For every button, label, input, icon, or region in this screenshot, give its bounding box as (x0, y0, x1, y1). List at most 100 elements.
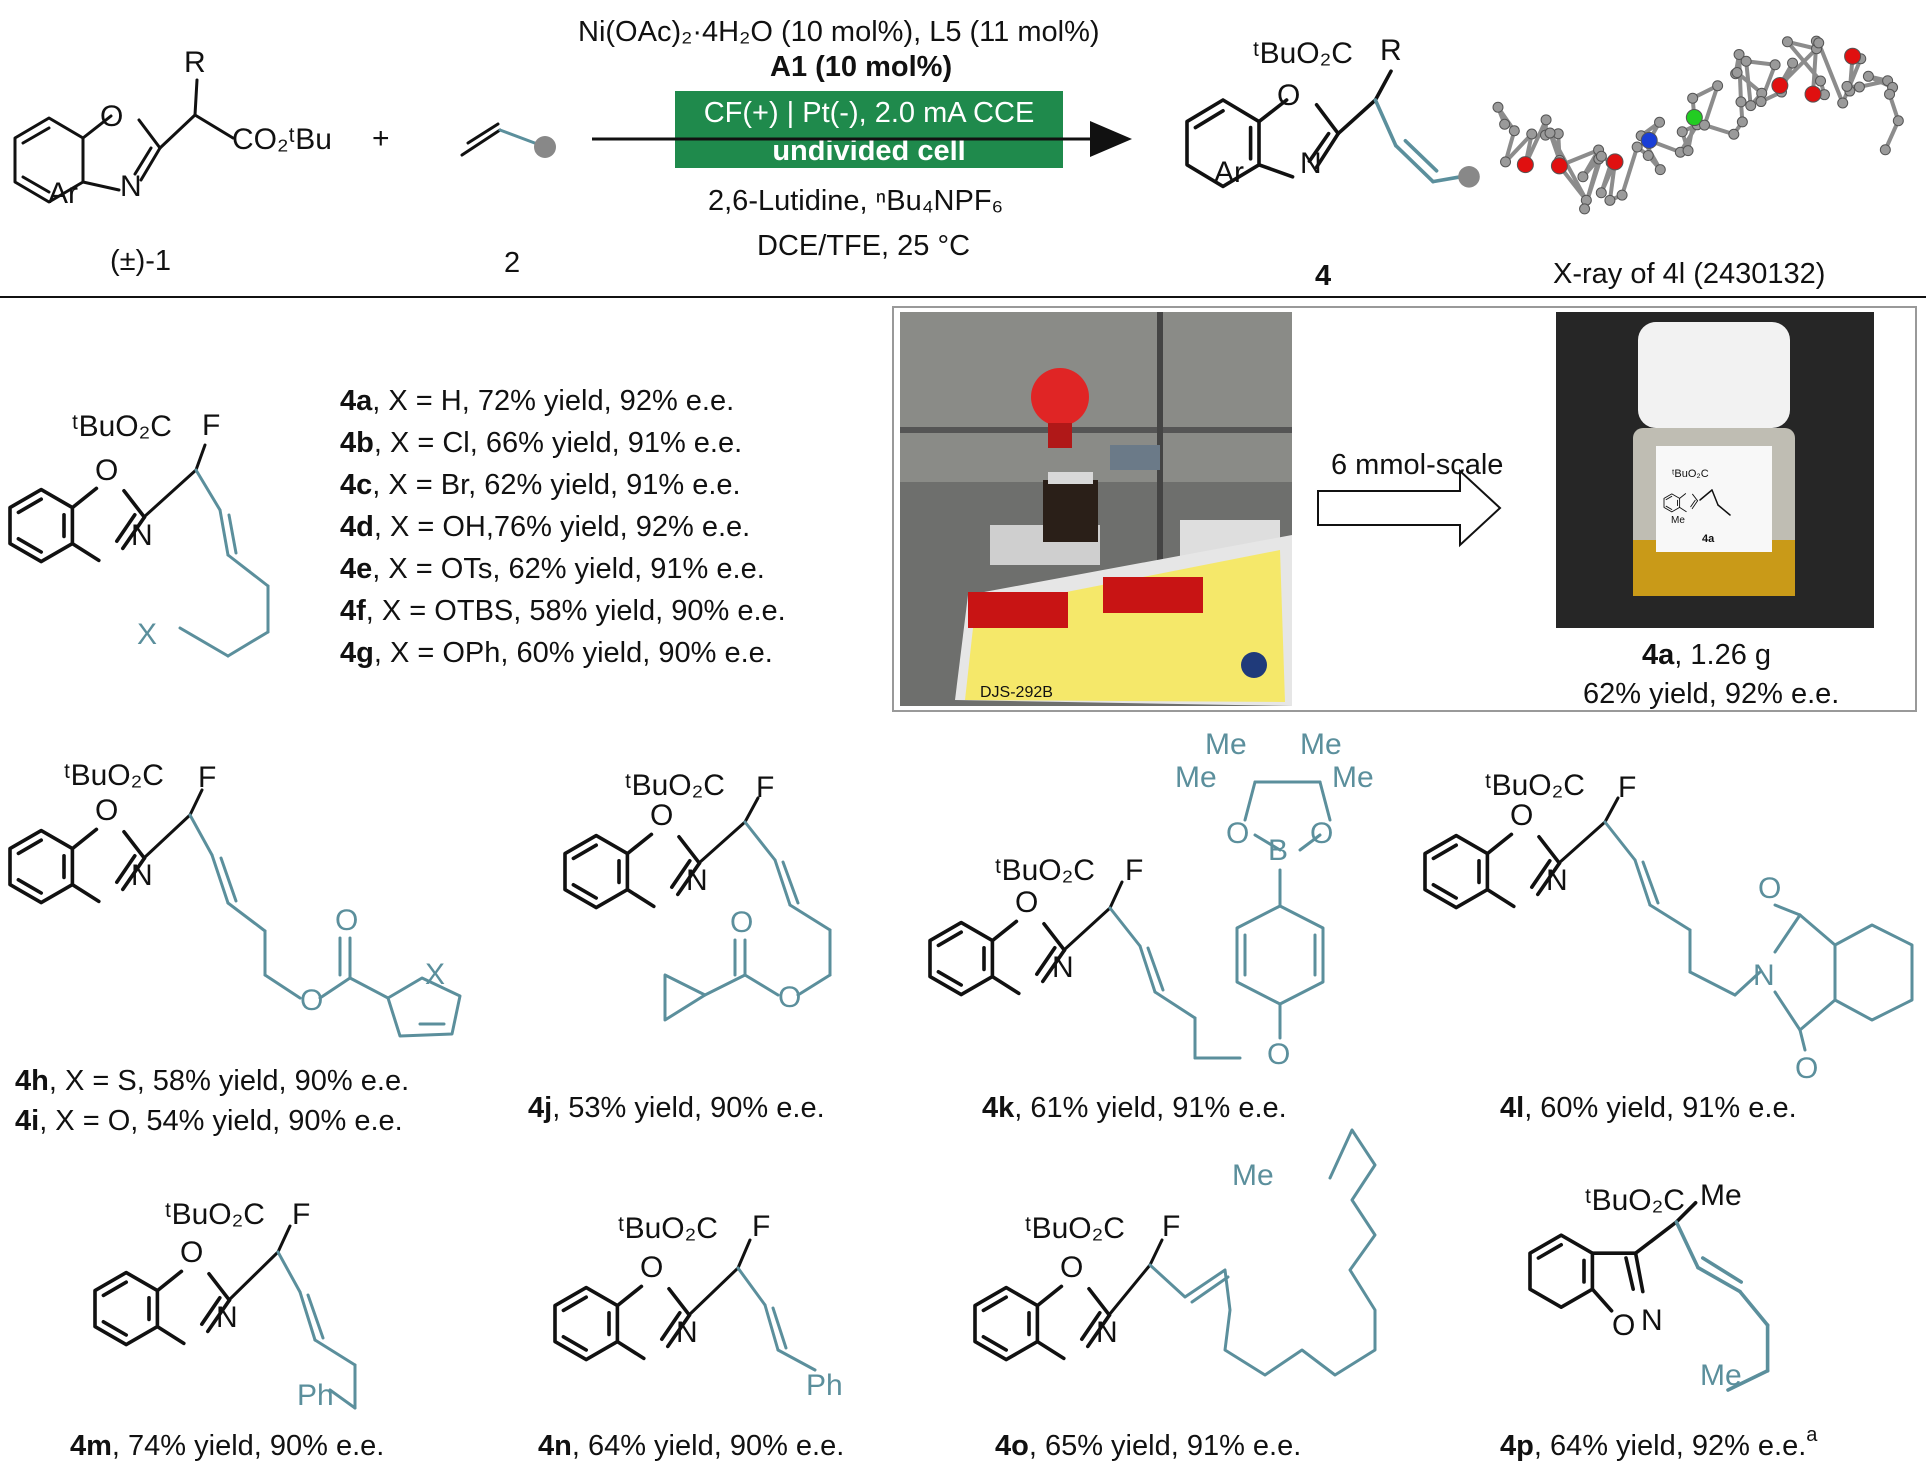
xray-atom (1654, 164, 1666, 176)
conditions-line-4: DCE/TFE, 25 °C (757, 230, 970, 262)
xray-atom (1540, 114, 1552, 126)
vial-compound-label: 4a (1702, 533, 1715, 545)
fluorine-4n: F (752, 1210, 770, 1243)
xray-atom (1516, 156, 1534, 174)
xray-atom (1685, 109, 1703, 127)
structure-4h: ᵗBuO₂C F O N O O X (8, 759, 462, 1038)
xray-atom (1844, 47, 1862, 65)
xray-atom (1781, 36, 1793, 48)
oxygen-4n: O (640, 1251, 663, 1284)
ester-4h: ᵗBuO₂C (64, 759, 164, 792)
fluorine-4m: F (292, 1198, 310, 1231)
plus-sign: + (372, 122, 390, 155)
entry-4c: 4c, X = Br, 62% yield, 91% e.e. (340, 469, 741, 501)
product-ester: ᵗBuO₂C (1253, 37, 1353, 70)
xray-atom (1815, 75, 1827, 87)
structure-4j: ᵗBuO₂C F O N O O (563, 769, 832, 1022)
vial-me-label: Me (1671, 515, 1685, 526)
xray-atom (1804, 85, 1822, 103)
methyl-4o: Me (1232, 1159, 1274, 1192)
entry-4a: 4a, X = H, 72% yield, 92% e.e. (340, 385, 734, 417)
scale-up-panel: DJS-292B 6 mmol-scale ᵗBuO₂C Me 4a 4a, 1… (892, 306, 1917, 712)
nitrogen-4k: N (1052, 951, 1074, 984)
ester-4p: ᵗBuO₂C (1585, 1184, 1685, 1217)
methyl-4-4k: Me (1332, 761, 1374, 794)
scale-up-label: 6 mmol-scale (1331, 449, 1503, 481)
xray-atom (1595, 187, 1607, 199)
fluorine-4a: F (202, 409, 220, 442)
xray-atom (1787, 57, 1799, 69)
reactant-2-label: 2 (504, 247, 520, 279)
entry-4f: 4f, X = OTBS, 58% yield, 90% e.e. (340, 595, 786, 627)
fluorine-4j: F (756, 771, 774, 804)
oxygen-4m: O (180, 1236, 203, 1269)
methyl-2-4k: Me (1175, 761, 1217, 794)
fluorine-4k: F (1125, 854, 1143, 887)
xray-atom (1813, 37, 1825, 49)
caption-4p: 4p, 64% yield, 92% e.e.a (1500, 1424, 1818, 1462)
ester-4n: ᵗBuO₂C (618, 1212, 718, 1245)
imide-oxygen-bottom: O (1795, 1052, 1818, 1085)
product-o: O (1277, 79, 1300, 112)
xray-atom (1733, 48, 1745, 60)
conditions-line-3: 2,6-Lutidine, ⁿBu₄NPF₆ (708, 185, 1003, 217)
atom-co2tbu: CO₂ᵗBu (232, 123, 332, 156)
methyl-tail-4p: Me (1700, 1359, 1742, 1392)
device-label: DJS-292B (980, 684, 1053, 701)
structure-4p: ᵗBuO₂C Me O N Me (1528, 1179, 1770, 1392)
bpin-oxygen-right: O (1310, 817, 1333, 850)
xray-atom (1595, 150, 1607, 162)
caption-4k: 4k, 61% yield, 91% e.e. (982, 1092, 1287, 1124)
xray-atom (1606, 153, 1624, 171)
reactant-2: 2 (460, 122, 556, 279)
conditions-line-2: A1 (10 mol%) (770, 51, 952, 83)
fluorine-4h: F (198, 761, 216, 794)
xray-bond (1702, 85, 1720, 126)
caption-4o: 4o, 65% yield, 91% e.e. (995, 1430, 1301, 1462)
oxygen-4h: O (95, 794, 118, 827)
phenyl-4m: Ph (297, 1379, 334, 1412)
imide-nitrogen-4l: N (1753, 959, 1775, 992)
fluorine-4o: F (1162, 1210, 1180, 1243)
methyl-top-4p: Me (1700, 1179, 1742, 1212)
xray-bond (1548, 132, 1589, 202)
xray-bond (1744, 61, 1753, 106)
oxygen-4k: O (1015, 886, 1038, 919)
vial-caption-2: 62% yield, 92% e.e. (1583, 678, 1839, 710)
nitrogen-4j: N (686, 864, 708, 897)
reactant-1: O N R Ar CO₂ᵗBu (±)-1 (13, 46, 332, 277)
xray-atom (1682, 145, 1694, 157)
xray-atom (1604, 194, 1616, 206)
product-4: ᵗBuO₂C R O N Ar 4 (1185, 34, 1480, 292)
xray-bond (1620, 146, 1640, 196)
xray-atom (1745, 100, 1757, 112)
entry-4d: 4d, X = OH,76% yield, 92% e.e. (340, 511, 750, 543)
xray-bond (1816, 42, 1845, 104)
nitrogen-4l: N (1546, 864, 1568, 897)
structure-4l: ᵗBuO₂C F O N N O O (1423, 769, 1914, 1085)
carbonyl-oxygen-4h: O (335, 904, 358, 937)
oxygen-4j: O (650, 799, 673, 832)
ester-4l: ᵗBuO₂C (1485, 769, 1585, 802)
xray-atom (1735, 96, 1747, 108)
caption-4i: 4i, X = O, 54% yield, 90% e.e. (15, 1105, 403, 1137)
methyl-3-4k: Me (1300, 728, 1342, 761)
xray-atom (1526, 128, 1538, 140)
imide-oxygen-top: O (1758, 872, 1781, 905)
xray-atom (1508, 125, 1520, 137)
entry-4e: 4e, X = OTs, 62% yield, 91% e.e. (340, 553, 765, 585)
structure-4m: ᵗBuO₂C F O N Ph (93, 1198, 357, 1412)
phenyl-4n: Ph (806, 1369, 843, 1402)
caption-4n: 4n, 64% yield, 90% e.e. (538, 1430, 844, 1462)
xray-atom (1579, 203, 1591, 215)
nitrogen-4m: N (216, 1301, 238, 1334)
conditions-green-box (675, 91, 1063, 168)
xray-atom (1841, 80, 1853, 92)
nitrogen-4h: N (131, 859, 153, 892)
ester-4o: ᵗBuO₂C (1025, 1212, 1125, 1245)
structure-4a-4g: ᵗBuO₂C F O N X (8, 409, 270, 658)
reactant-1-label: (±)-1 (110, 245, 171, 277)
xray-atom (1769, 59, 1781, 71)
oxygen-4p: O (1612, 1309, 1635, 1342)
